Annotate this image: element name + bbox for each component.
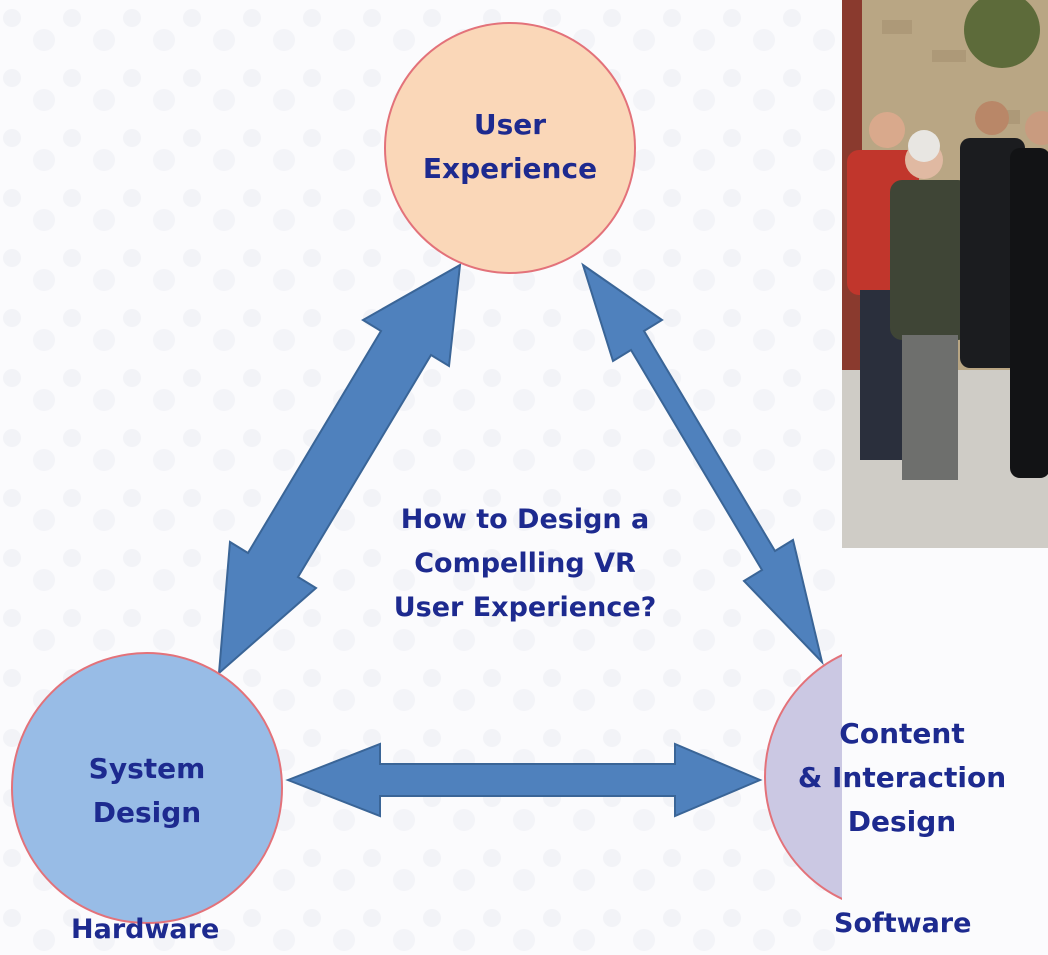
question-line: Compelling VR xyxy=(414,548,636,579)
label-line: & Interaction xyxy=(797,761,1007,794)
user-experience-circle xyxy=(384,22,636,274)
system-design-label: System Design xyxy=(89,747,206,835)
double-arrow-bottom xyxy=(285,742,763,818)
content-interaction-design-label: Content & Interaction Design xyxy=(798,712,1006,844)
triangle-diagram xyxy=(0,0,842,955)
label-line: Design xyxy=(92,796,202,829)
user-experience-label: User Experience xyxy=(423,103,597,191)
label-line: System xyxy=(88,752,206,785)
software-caption: Software xyxy=(834,908,972,939)
question-line: User Experience? xyxy=(393,592,657,623)
label-line: Experience xyxy=(422,152,598,185)
label-line: User xyxy=(473,108,547,141)
question-line: How to Design a xyxy=(400,504,650,535)
person-black-uniform xyxy=(1010,148,1048,478)
person-green-jacket xyxy=(890,180,970,340)
center-question: How to Design a Compelling VR User Exper… xyxy=(394,498,657,630)
group-photo xyxy=(842,0,1048,548)
group-photo-image xyxy=(842,0,1048,548)
label-line: Content xyxy=(839,717,965,750)
content-interaction-design-circle xyxy=(764,654,842,900)
double-arrow-top-right xyxy=(581,262,824,666)
person-black-outfit xyxy=(960,138,1025,368)
label-line: Design xyxy=(847,805,957,838)
tree xyxy=(964,0,1040,68)
system-design-circle xyxy=(11,652,283,924)
hardware-caption: Hardware xyxy=(71,914,220,945)
